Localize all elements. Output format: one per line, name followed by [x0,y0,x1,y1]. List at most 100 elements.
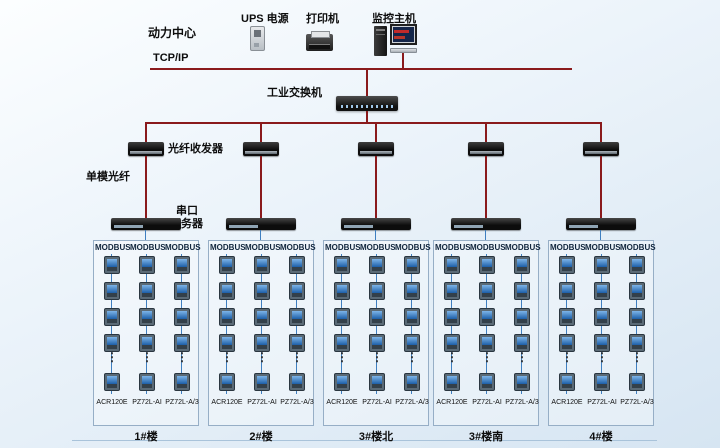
modbus-column: MODBUS⋮PZ72L-A/3 [395,241,431,425]
meter-model-label: ACR120E [211,399,243,406]
power-meter-icon [104,256,120,274]
printer-icon [306,31,333,51]
power-meter-icon [219,256,235,274]
power-meter-icon [369,282,385,300]
modbus-column: MODBUS⋮PZ72L-AI [585,241,621,425]
server-drop-line [375,230,376,240]
modbus-protocol-label: MODBUS [360,243,396,252]
power-meter-icon [479,308,495,326]
modbus-column: MODBUS⋮ACR120E [550,241,586,425]
tcpip-bus-line [150,68,572,70]
modbus-protocol-label: MODBUS [470,243,506,252]
distribution-bus-line [146,122,602,124]
branch-drop-line [600,122,602,142]
power-meter-icon [514,308,530,326]
server-drop-line [600,230,601,240]
power-meter-icon [104,334,120,352]
meter-model-label: PZ72L-A/3 [165,399,199,406]
fiber-transceiver-label: 光纤收发器 [168,143,223,155]
column-ellipsis: ⋮ [221,350,233,364]
column-ellipsis: ⋮ [291,350,303,364]
power-meter-icon [139,308,155,326]
power-meter-icon [289,256,305,274]
tcpip-label: TCP/IP [153,52,189,64]
column-ellipsis: ⋮ [256,350,268,364]
fiber-link-line [485,156,487,218]
meter-model-label: PZ72L-A/3 [280,399,314,406]
modbus-column: MODBUS⋮PZ72L-A/3 [280,241,316,425]
building-label: 3#楼北 [358,431,394,443]
fiber-transceiver-icon [468,142,504,156]
server-drop-line [145,230,146,240]
fiber-transceiver-icon [358,142,394,156]
pc-tower-icon [374,26,387,56]
power-meter-icon [559,334,575,352]
power-meter-icon [334,308,350,326]
power-meter-icon [559,256,575,274]
column-ellipsis: ⋮ [516,350,528,364]
modbus-protocol-label: MODBUS [395,243,431,252]
monitor-icon [390,24,417,45]
power-meter-icon [404,373,420,391]
fiber-transceiver-icon [128,142,164,156]
meter-model-label: PZ72L-AI [247,399,277,406]
column-ellipsis: ⋮ [406,350,418,364]
power-meter-icon [594,373,610,391]
meter-model-label: PZ72L-AI [472,399,502,406]
power-meter-icon [219,334,235,352]
modbus-column: MODBUS ⋮ ACR120E [95,241,131,425]
power-meter-icon [104,373,120,391]
power-meter-icon [479,334,495,352]
power-meter-icon [444,282,460,300]
serial-server-label-line1: 串口 [176,205,198,217]
power-meter-icon [629,308,645,326]
serial-server-icon [111,218,181,230]
modbus-column: MODBUS⋮PZ72L-A/3 [505,241,541,425]
power-meter-icon [514,373,530,391]
modbus-column: MODBUS⋮PZ72L-AI [130,241,166,425]
meter-model-label: PZ72L-A/3 [620,399,654,406]
power-meter-icon [219,282,235,300]
branch-drop-line [260,122,262,142]
meter-model-label: PZ72L-AI [132,399,162,406]
column-ellipsis: ⋮ [446,350,458,364]
power-meter-icon [254,256,270,274]
modbus-protocol-label: MODBUS [95,243,131,252]
power-meter-icon [444,373,460,391]
switch-label: 工业交换机 [267,87,322,99]
power-meter-icon [559,282,575,300]
modbus-column: MODBUS⋮ACR120E [435,241,471,425]
column-ellipsis: ⋮ [371,350,383,364]
column-ellipsis: ⋮ [106,350,118,364]
column-ellipsis: ⋮ [561,350,573,364]
building-label: 1#楼 [134,431,158,443]
power-meter-icon [629,256,645,274]
branch-drop-line [485,122,487,142]
switch-riser-line [366,70,368,96]
modbus-protocol-label: MODBUS [585,243,621,252]
meter-model-label: PZ72L-AI [587,399,617,406]
power-meter-icon [174,282,190,300]
server-drop-line [260,230,261,240]
meter-model-label: ACR120E [96,399,128,406]
meter-model-label: ACR120E [326,399,358,406]
column-ellipsis: ⋮ [336,350,348,364]
power-meter-icon [334,282,350,300]
power-meter-icon [139,373,155,391]
power-meter-icon [514,282,530,300]
power-meter-icon [559,308,575,326]
power-meter-icon [369,373,385,391]
power-meter-icon [289,308,305,326]
power-meter-icon [139,282,155,300]
serial-server-icon [341,218,411,230]
power-meter-icon [139,334,155,352]
power-meter-icon [629,334,645,352]
power-meter-icon [174,373,190,391]
power-meter-icon [594,308,610,326]
